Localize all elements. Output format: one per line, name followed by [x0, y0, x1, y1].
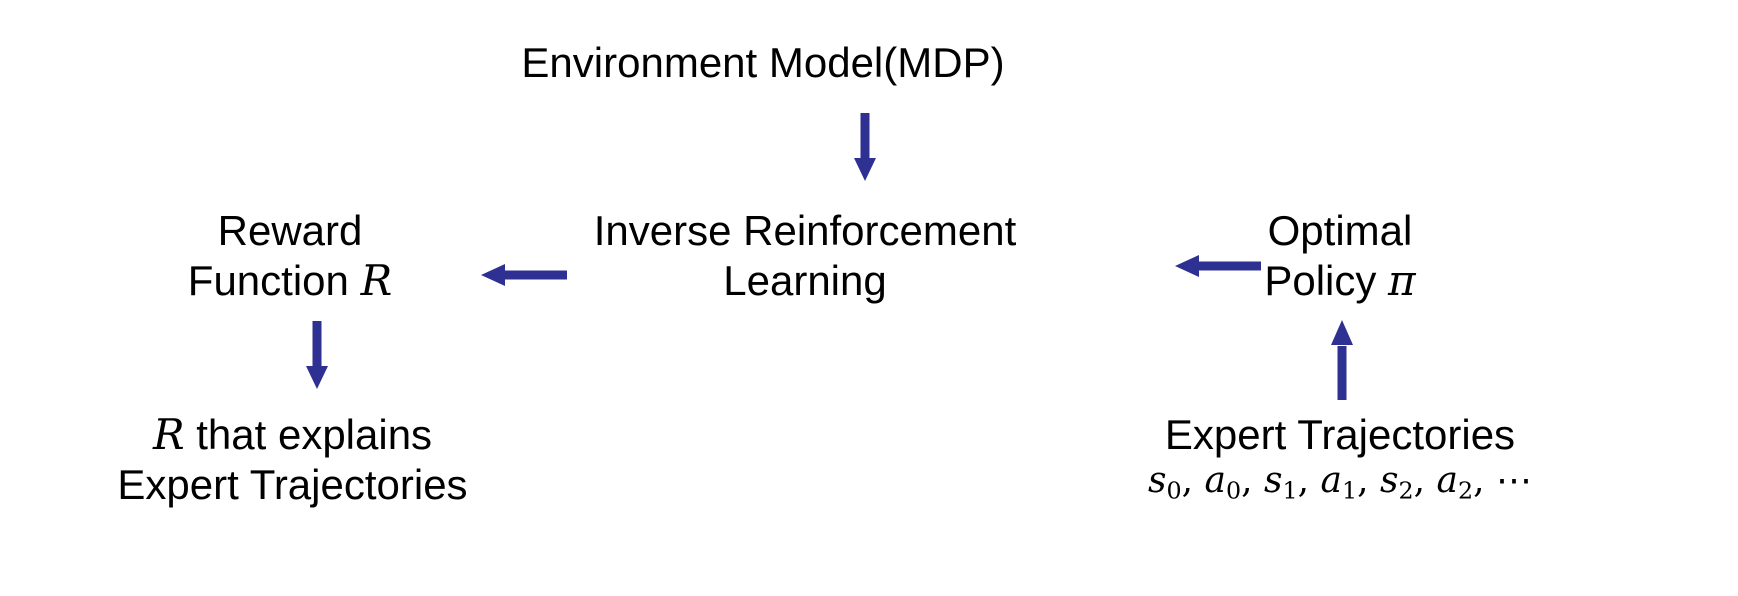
- node-environment-model: Environment Model(MDP): [513, 38, 1013, 88]
- node-reward-explains-line-1: R that explains: [105, 410, 480, 460]
- node-reward-function-prefix: Function: [187, 256, 361, 304]
- node-optimal-policy-prefix: Policy: [1264, 256, 1389, 304]
- node-expert-trajectories: Expert Trajectories s0, a0, s1, a1, s2, …: [1100, 410, 1580, 504]
- arrow-environment-to-irl: [853, 113, 877, 181]
- node-optimal-policy-symbol: π: [1388, 255, 1416, 305]
- node-reward-function-line-2: Function R: [155, 256, 425, 306]
- node-optimal-policy-line-1: Optimal: [1267, 207, 1413, 254]
- node-expert-trajectories-label: Expert Trajectories: [1164, 411, 1516, 458]
- arrow-policy-to-irl: [1175, 254, 1261, 278]
- node-irl-line-1: Inverse Reinforcement: [593, 207, 1017, 254]
- node-environment-model-label: Environment Model(MDP): [521, 39, 1005, 86]
- arrow-irl-to-reward: [481, 263, 567, 287]
- arrow-reward-to-explains: [305, 321, 329, 389]
- node-reward-explains-line-2: Expert Trajectories: [117, 460, 468, 508]
- node-inverse-reinforcement-learning: Inverse Reinforcement Learning: [585, 206, 1025, 305]
- node-reward-explains-symbol: R: [152, 410, 185, 459]
- node-optimal-policy: Optimal Policy π: [1215, 206, 1465, 305]
- node-irl-line-2: Learning: [723, 256, 887, 304]
- arrow-trajectories-to-policy: [1330, 320, 1354, 400]
- node-expert-trajectories-sequence: s0, a0, s1, a1, s2, a2, ⋯: [1148, 459, 1532, 505]
- node-reward-function-symbol: R: [360, 255, 393, 305]
- node-reward-function-line-1: Reward: [217, 207, 363, 254]
- node-optimal-policy-line-2: Policy π: [1215, 256, 1465, 306]
- node-reward-function: Reward Function R: [155, 206, 425, 305]
- node-reward-explains-suffix: that explains: [184, 411, 433, 458]
- node-reward-explains: R that explains Expert Trajectories: [105, 410, 480, 509]
